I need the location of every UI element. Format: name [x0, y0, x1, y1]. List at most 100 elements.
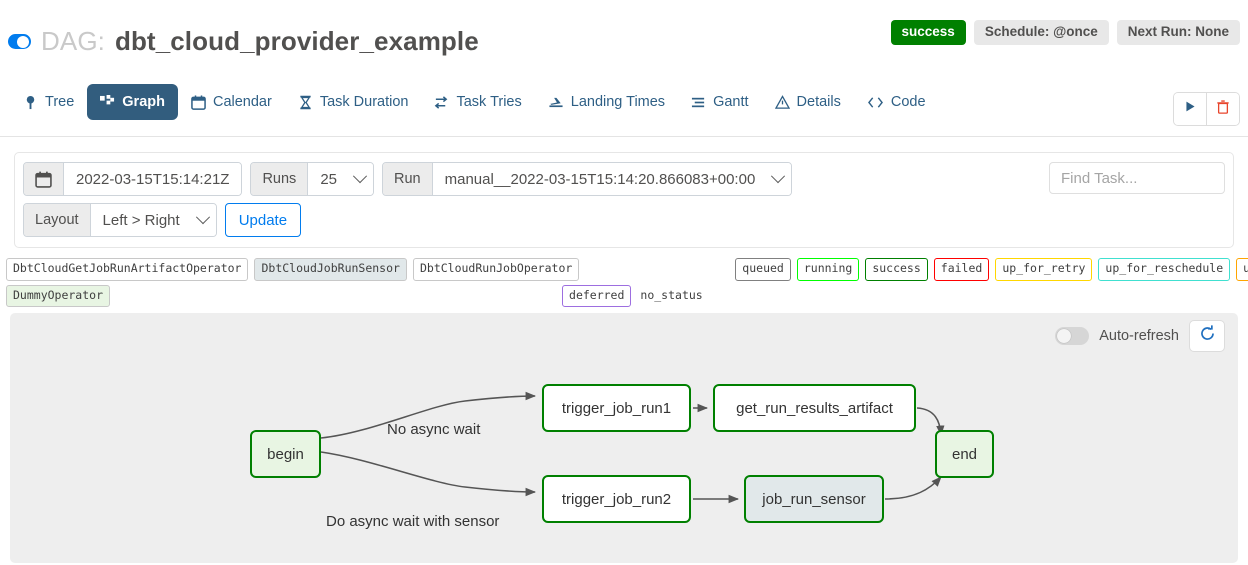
- tab-graph-label: Graph: [122, 94, 165, 110]
- tab-code-label: Code: [890, 94, 926, 110]
- trigger-dag-button[interactable]: [1174, 93, 1206, 125]
- tab-task-duration[interactable]: Task Duration: [285, 84, 422, 120]
- dag-edges: [320, 391, 945, 504]
- refresh-button[interactable]: [1189, 320, 1225, 352]
- legend-operator-chip: DbtCloudJobRunSensor: [254, 258, 407, 281]
- dag-node-begin[interactable]: begin: [250, 430, 321, 478]
- dag-node-trigger-job-run1[interactable]: trigger_job_run1: [542, 384, 691, 432]
- find-task-input[interactable]: Find Task...: [1049, 162, 1225, 194]
- retry-icon: [434, 95, 449, 110]
- view-tabs-bar: Tree Graph: [0, 78, 1248, 137]
- next-run-badge[interactable]: Next Run: None: [1116, 20, 1240, 45]
- legend-operator-chip: DummyOperator: [6, 284, 111, 307]
- legend-state-chip-up-for-retry: up_for_retry: [995, 258, 1093, 281]
- dag-graph-panel: Auto-refresh: [10, 313, 1238, 563]
- run-label: Run: [383, 163, 432, 195]
- tab-code[interactable]: Code: [854, 84, 939, 120]
- execution-date-input[interactable]: 2022-03-15T15:14:21Z: [63, 163, 242, 195]
- legend-operator-chip: DbtCloudGetJobRunArtifactOperator: [6, 258, 249, 281]
- dag-node-end[interactable]: end: [935, 430, 994, 478]
- execution-date-group: 2022-03-15T15:14:21Z: [23, 162, 243, 196]
- dag-pause-toggle[interactable]: [8, 34, 31, 49]
- chevron-down-icon: [771, 169, 786, 184]
- layout-select-value: Left > Right: [102, 211, 180, 229]
- chevron-down-icon: [352, 169, 368, 184]
- dag-edge-label: No async wait: [387, 421, 481, 438]
- hourglass-icon: [298, 95, 313, 110]
- legend-state-chip-running: running: [796, 258, 860, 281]
- layout-label: Layout: [24, 204, 90, 236]
- legend-state-chip-queued: queued: [735, 258, 791, 281]
- legend-state-chip-failed: failed: [933, 258, 990, 281]
- update-button[interactable]: Update: [224, 203, 302, 237]
- code-icon: [867, 95, 884, 110]
- tree-icon: [23, 95, 38, 110]
- delete-dag-button[interactable]: [1206, 93, 1239, 125]
- runs-select-value: 25: [320, 170, 337, 188]
- tab-calendar[interactable]: Calendar: [178, 84, 285, 120]
- tab-landing-times[interactable]: Landing Times: [535, 84, 678, 120]
- legend-state-chip-success: success: [865, 258, 928, 281]
- dag-name: dbt_cloud_provider_example: [114, 26, 479, 56]
- gantt-icon: [691, 95, 706, 110]
- dag-node-get-run-results-artifact[interactable]: get_run_results_artifact: [713, 384, 916, 432]
- tab-calendar-label: Calendar: [212, 94, 272, 110]
- trash-icon: [1216, 99, 1230, 119]
- dag-node-job-run-sensor[interactable]: job_run_sensor: [744, 475, 884, 523]
- calendar-icon[interactable]: [24, 163, 63, 195]
- landing-icon: [548, 95, 564, 110]
- status-badge: success: [890, 20, 966, 45]
- tab-details[interactable]: Details: [762, 84, 854, 120]
- dag-label: DAG:: [41, 26, 105, 56]
- legend-state-chip-upstream-failed: upstream_failed: [1236, 258, 1248, 281]
- legend-state-chip-no-status: no_status: [640, 287, 703, 302]
- dag-actions: [1173, 92, 1240, 126]
- tab-landing-times-label: Landing Times: [570, 94, 666, 110]
- legend-operator-chip: DbtCloudRunJobOperator: [412, 258, 580, 281]
- legend-state-chip-up-for-reschedule: up_for_reschedule: [1098, 258, 1231, 281]
- chevron-down-icon: [195, 210, 210, 225]
- dag-node-label: begin: [267, 445, 304, 463]
- schedule-badge[interactable]: Schedule: @once: [973, 20, 1109, 45]
- tab-gantt-label: Gantt: [713, 94, 749, 110]
- tab-tree-label: Tree: [45, 94, 75, 110]
- dag-node-label: job_run_sensor: [762, 490, 866, 508]
- run-select-value: manual__2022-03-15T15:14:20.866083+00:00: [444, 170, 756, 188]
- tab-tree[interactable]: Tree: [10, 84, 87, 120]
- tab-task-duration-label: Task Duration: [319, 94, 409, 110]
- auto-refresh-controls: Auto-refresh: [1055, 320, 1225, 352]
- view-tabs: Tree Graph: [10, 84, 939, 120]
- tab-graph[interactable]: Graph: [87, 84, 178, 120]
- play-icon: [1184, 100, 1197, 118]
- calendar-icon: [191, 94, 206, 110]
- warning-triangle-icon: [774, 94, 790, 110]
- filter-row-1: 2022-03-15T15:14:21Z Runs 25 Run manual_…: [23, 162, 1225, 196]
- dag-edge-label: Do async wait with sensor: [326, 513, 500, 530]
- run-select[interactable]: manual__2022-03-15T15:14:20.866083+00:00: [431, 163, 792, 195]
- tab-task-tries[interactable]: Task Tries: [421, 84, 534, 120]
- dag-title: DAG: dbt_cloud_provider_example: [8, 26, 479, 57]
- tab-task-tries-label: Task Tries: [456, 94, 522, 110]
- refresh-icon: [1199, 325, 1216, 347]
- runs-select[interactable]: 25: [307, 163, 373, 195]
- tab-details-label: Details: [796, 94, 841, 110]
- tab-gantt[interactable]: Gantt: [678, 84, 761, 120]
- auto-refresh-label: Auto-refresh: [1099, 328, 1179, 344]
- dag-node-trigger-job-run2[interactable]: trigger_job_run2: [542, 475, 691, 523]
- dag-node-label: end: [951, 445, 978, 463]
- dag-node-label: trigger_job_run2: [561, 490, 672, 508]
- legend: DbtCloudGetJobRunArtifactOperator DbtClo…: [6, 258, 1248, 307]
- runs-label: Runs: [251, 163, 308, 195]
- runs-group: Runs 25: [250, 162, 374, 196]
- auto-refresh-toggle[interactable]: [1055, 327, 1090, 345]
- layout-select[interactable]: Left > Right: [89, 204, 216, 236]
- page-header: DAG: dbt_cloud_provider_example success …: [0, 0, 1248, 72]
- layout-group: Layout Left > Right: [23, 203, 217, 237]
- header-badges: success Schedule: @once Next Run: None: [890, 20, 1240, 45]
- filter-toolbar: 2022-03-15T15:14:21Z Runs 25 Run manual_…: [14, 152, 1234, 248]
- filter-row-2: Layout Left > Right Update: [23, 203, 1225, 237]
- run-group: Run manual__2022-03-15T15:14:20.866083+0…: [382, 162, 793, 196]
- legend-row-1: DbtCloudGetJobRunArtifactOperator DbtClo…: [6, 258, 1248, 281]
- legend-state-chip-deferred: deferred: [562, 284, 632, 307]
